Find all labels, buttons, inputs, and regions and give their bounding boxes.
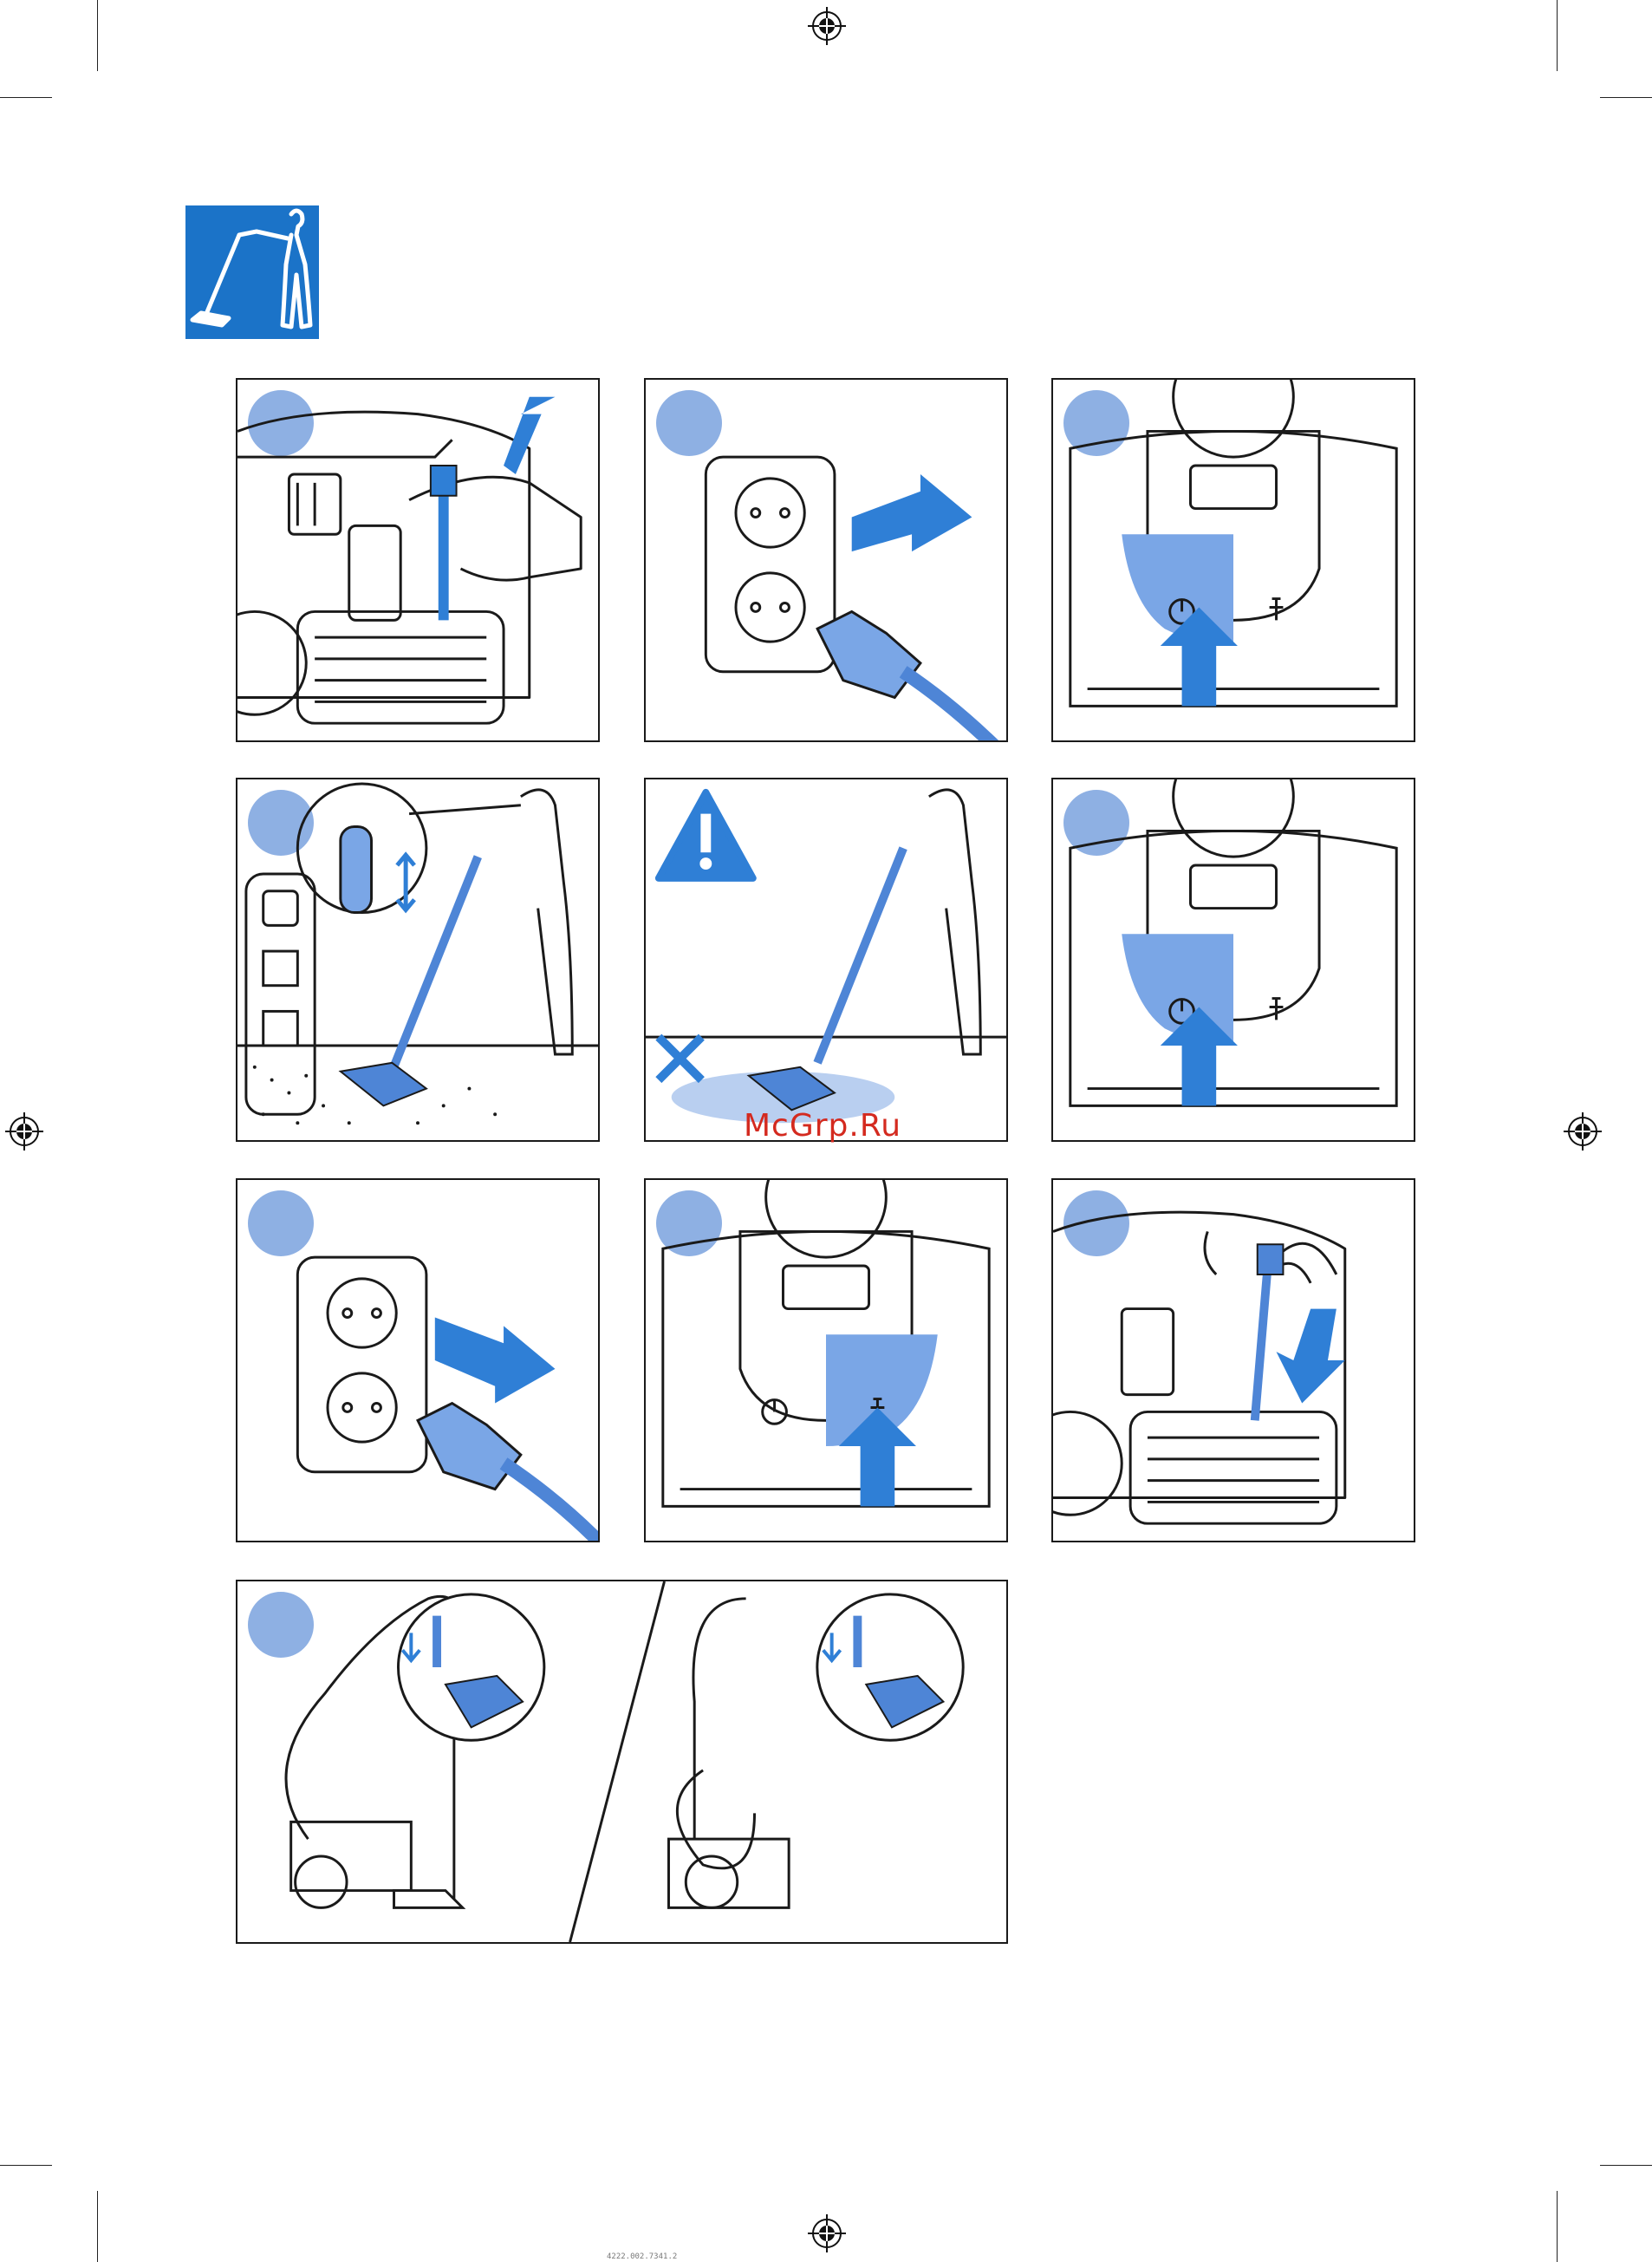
- storage-positions-icon: [237, 1581, 1006, 1942]
- crop-mark: [1557, 2191, 1558, 2262]
- vacuuming-person-icon: [185, 205, 319, 339]
- cord-rewinds-icon: [1053, 1180, 1414, 1541]
- plug-in-socket-icon: [646, 380, 1006, 740]
- pull-out-cord-icon: [237, 380, 598, 740]
- press-power-button-off-icon: [1053, 779, 1414, 1140]
- step-9-cord-rewinds: [1051, 1178, 1415, 1542]
- step-10-storage: [236, 1580, 1008, 1944]
- crop-mark: [97, 0, 98, 71]
- registration-mark-left: [5, 1112, 43, 1151]
- press-power-button-icon: [1053, 380, 1414, 740]
- footer-code: 4222.002.7341.2: [607, 2252, 677, 2261]
- step-6-switch-off: [1051, 778, 1415, 1142]
- press-cord-rewind-button-icon: [646, 1180, 1006, 1541]
- crop-mark: [0, 97, 52, 98]
- step-5-warning: [644, 778, 1008, 1142]
- crop-mark: [1600, 97, 1652, 98]
- crop-mark: [1600, 2165, 1652, 2166]
- registration-mark-right: [1564, 1112, 1602, 1151]
- crop-mark: [0, 2165, 52, 2166]
- no-wet-surfaces-warning-icon: [646, 779, 1006, 1140]
- step-4-nozzle-setting: [236, 778, 600, 1142]
- registration-mark-bottom: [808, 2214, 846, 2252]
- step-7-unplug: [236, 1178, 600, 1542]
- registration-mark-top: [808, 7, 846, 45]
- step-8-cord-rewind-button: [644, 1178, 1008, 1542]
- unplug-from-socket-icon: [237, 1180, 598, 1541]
- step-1-pull-out-cord: [236, 378, 600, 742]
- crop-mark: [97, 2191, 98, 2262]
- floor-nozzle-setting-icon: [237, 779, 598, 1140]
- step-2-plug-in: [644, 378, 1008, 742]
- watermark: McGrp.Ru: [744, 1108, 901, 1144]
- step-3-switch-on: [1051, 378, 1415, 742]
- crop-mark: [1557, 0, 1558, 71]
